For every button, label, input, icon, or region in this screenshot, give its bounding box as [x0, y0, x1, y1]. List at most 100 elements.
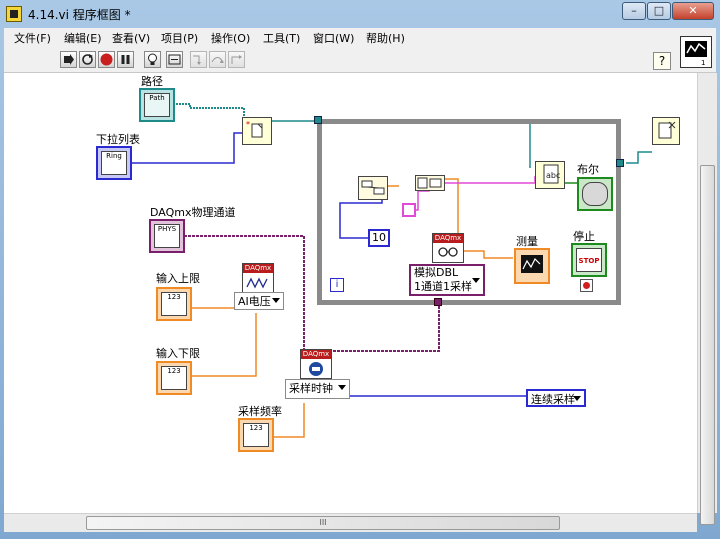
step-over-button[interactable] [209, 51, 226, 68]
chevron-down-icon-2 [338, 385, 346, 390]
loop-tunnel-in [314, 116, 322, 124]
close-file-node[interactable] [652, 117, 680, 145]
block-diagram-canvas[interactable]: i 路径 Path 下拉列表 Ring * DAQmx物理通道 PHYS 输入上… [4, 73, 697, 513]
vertical-scrollbar[interactable] [697, 73, 717, 525]
ai-voltage-ring[interactable]: AI电压 [234, 292, 284, 310]
stop-button-terminal[interactable]: STOP [571, 243, 607, 277]
abort-button[interactable] [98, 51, 115, 68]
format-into-string-node[interactable] [358, 176, 388, 200]
bool-led [582, 182, 608, 206]
highlight-bulb-icon [148, 53, 157, 65]
read-glasses-icon [438, 247, 458, 257]
phys-channel-label: DAQmx物理通道 [150, 206, 236, 219]
run-continuously-button[interactable] [79, 51, 96, 68]
min-terminal-text: 123 [161, 366, 187, 390]
maximize-button[interactable]: □ [647, 2, 671, 20]
step-out-button[interactable] [228, 51, 245, 68]
ai-voltage-text: AI电压 [238, 295, 271, 308]
step-into-button[interactable] [190, 51, 207, 68]
menu-edit[interactable]: 编辑(E) [64, 32, 102, 45]
retain-wire-values-button[interactable] [166, 51, 183, 68]
daqmx-read-node[interactable]: DAQmx [432, 233, 464, 263]
menu-project[interactable]: 项目(P) [161, 32, 199, 45]
stop-terminal-text: STOP [576, 248, 602, 272]
string-constant[interactable] [402, 203, 416, 217]
read-line2: 1通道1采样 [414, 280, 472, 293]
open-file-node[interactable]: * [242, 117, 272, 145]
bool-indicator[interactable] [577, 177, 613, 211]
rate-terminal-text: 123 [243, 423, 269, 447]
run-continuously-icon [82, 54, 93, 65]
phys-terminal-text: PHYS [154, 224, 180, 248]
rate-label: 采样频率 [238, 405, 282, 418]
max-control[interactable]: 123 [156, 287, 192, 321]
bool-label: 布尔 [577, 163, 599, 176]
pause-button[interactable] [117, 51, 134, 68]
horizontal-scroll-thumb[interactable]: III [86, 516, 560, 530]
svg-text:1: 1 [701, 59, 705, 67]
ring-label: 下拉列表 [96, 133, 140, 146]
abort-icon [100, 53, 113, 66]
loop-tunnel-out [616, 159, 624, 167]
format-string-icon [361, 180, 385, 195]
horizontal-scrollbar[interactable]: III [4, 513, 697, 532]
step-over-icon [211, 57, 224, 63]
open-file-icon: * [246, 120, 263, 138]
run-arrow-icon [64, 54, 74, 65]
rate-control[interactable]: 123 [238, 418, 274, 452]
rate-wire [274, 403, 305, 438]
daqmx-badge: DAQmx [243, 264, 273, 273]
retain-wire-icon [168, 54, 181, 65]
create-channel-node[interactable]: DAQmx [242, 263, 274, 293]
loop-task-tunnel [434, 298, 442, 306]
chevron-down-icon [272, 298, 280, 303]
menu-help[interactable]: 帮助(H) [366, 32, 405, 45]
path-terminal-text: Path [144, 93, 170, 117]
loop-count-constant[interactable]: 10 [368, 229, 390, 247]
timing-node[interactable]: DAQmx [300, 349, 332, 379]
ring-wire [132, 132, 244, 164]
continuous-ring[interactable]: 连续采样 [526, 389, 586, 407]
while-loop[interactable] [317, 119, 621, 305]
min-wire [192, 313, 257, 377]
menu-window[interactable]: 窗口(W) [313, 32, 355, 45]
measure-indicator[interactable] [514, 248, 550, 284]
read-instance-ring[interactable]: 模拟DBL 1通道1采样 [409, 264, 485, 296]
continuous-text: 连续采样 [531, 393, 575, 406]
svg-text:*: * [246, 120, 250, 129]
title-bar: 4.14.vi 程序框图 * – □ ✕ [0, 0, 720, 28]
close-button[interactable]: ✕ [672, 2, 714, 20]
menu-operate[interactable]: 操作(O) [211, 32, 251, 45]
clock-icon [309, 362, 323, 376]
path-control[interactable]: Path [139, 88, 175, 122]
path-wire [176, 103, 245, 118]
context-help-button[interactable]: ? [653, 52, 671, 70]
sample-clock-text: 采样时钟 [289, 382, 333, 395]
path-label: 路径 [141, 75, 163, 88]
menu-view[interactable]: 查看(V) [112, 32, 151, 45]
svg-text:abc: abc [546, 171, 560, 180]
highlight-execution-button[interactable] [144, 51, 161, 68]
measure-label: 测量 [516, 235, 538, 248]
vi-graph-icon: 1 [685, 41, 707, 67]
loop-condition-terminal[interactable] [580, 279, 593, 292]
concatenate-icon [417, 177, 442, 189]
write-text-file-node[interactable]: abc [535, 161, 565, 189]
ring-control[interactable]: Ring [96, 146, 132, 180]
menu-file[interactable]: 文件(F) [14, 32, 51, 45]
min-control[interactable]: 123 [156, 361, 192, 395]
chevron-down-icon-3 [573, 396, 581, 401]
read-line1: 模拟DBL [414, 266, 459, 279]
phys-channel-control[interactable]: PHYS [149, 219, 185, 253]
pause-icon [121, 55, 130, 64]
vertical-scroll-thumb[interactable] [700, 165, 715, 525]
iteration-terminal: i [330, 278, 344, 292]
minimize-button[interactable]: – [622, 2, 646, 20]
menu-tools[interactable]: 工具(T) [263, 32, 301, 45]
sample-clock-ring[interactable]: 采样时钟 [285, 379, 350, 399]
daqmx-badge-3: DAQmx [433, 234, 463, 243]
vi-icon[interactable]: 1 [680, 36, 712, 68]
concatenate-node[interactable] [415, 175, 445, 191]
run-button[interactable] [60, 51, 77, 68]
